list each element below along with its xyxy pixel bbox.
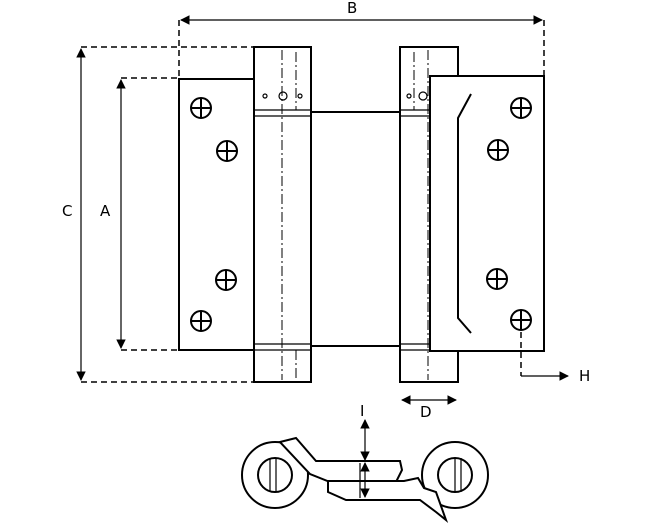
dimension-a: A xyxy=(100,77,179,351)
dimension-label-a: A xyxy=(100,202,111,220)
dimension-d: D xyxy=(401,395,457,421)
dimension-label-d: D xyxy=(420,403,432,421)
screw-hole-icon xyxy=(216,140,238,162)
dimension-b: B xyxy=(178,0,545,78)
screw-hole-icon xyxy=(215,269,237,291)
dimension-c: C xyxy=(62,46,254,383)
screw-hole-icon xyxy=(190,310,212,332)
dimension-label-i: I xyxy=(360,402,364,420)
spring-body xyxy=(311,111,400,347)
screw-hole-icon xyxy=(487,139,509,161)
screw-hole-icon xyxy=(486,268,508,290)
dimension-i: I xyxy=(360,402,370,498)
screw-hole-icon xyxy=(510,309,532,331)
left-leaf-plate xyxy=(178,78,255,351)
hinge-end-view xyxy=(241,436,489,523)
right-leaf-plate xyxy=(429,75,545,352)
screw-hole-icon xyxy=(190,97,212,119)
dimension-h: H xyxy=(520,332,590,385)
left-barrel xyxy=(253,46,312,383)
dimension-label-b: B xyxy=(347,0,357,17)
dimension-label-c: C xyxy=(62,202,72,220)
dimension-label-h: H xyxy=(579,367,590,385)
screw-hole-icon xyxy=(510,97,532,119)
